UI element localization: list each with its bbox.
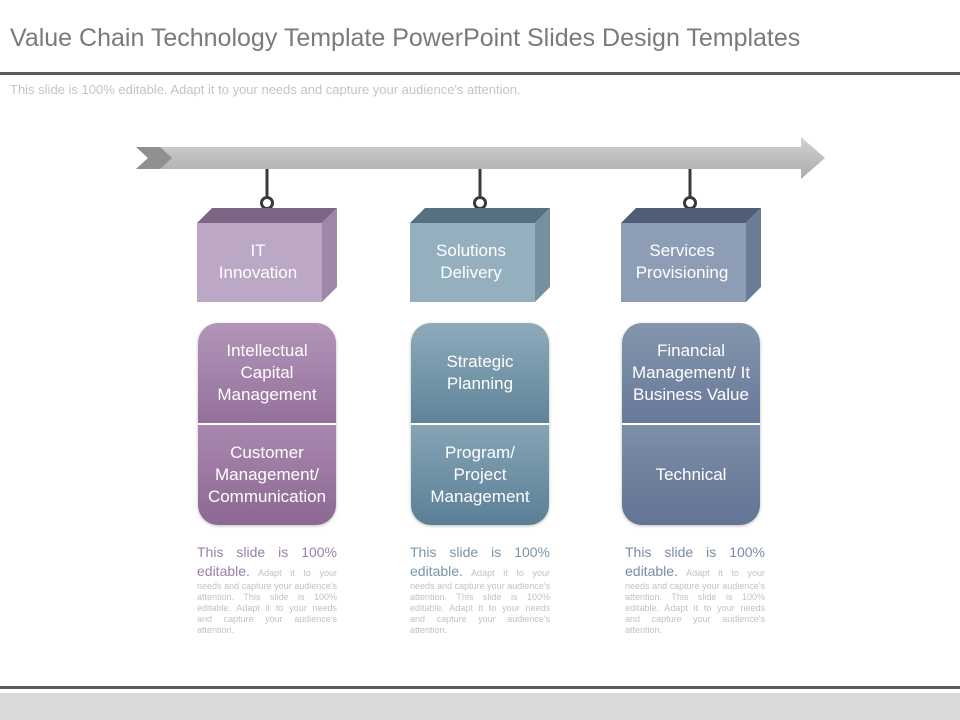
arrow-tail-chevron xyxy=(136,147,172,169)
timeline-arrow xyxy=(136,137,825,210)
hanger-1 xyxy=(260,169,274,210)
slide-subtitle: This slide is 100% editable. Adapt it to… xyxy=(10,82,521,97)
description-3: This slide is 100% editable. Adapt it to… xyxy=(625,544,765,635)
footer-divider xyxy=(0,686,960,689)
footer-band xyxy=(0,693,960,720)
description-2: This slide is 100% editable. Adapt it to… xyxy=(410,544,550,635)
arrow-body xyxy=(136,137,825,179)
title-divider xyxy=(0,72,960,75)
hanger-3 xyxy=(683,169,697,210)
description-1: This slide is 100% editable. Adapt it to… xyxy=(197,544,337,635)
slide-title: Value Chain Technology Template PowerPoi… xyxy=(10,24,801,52)
hanger-2 xyxy=(473,169,487,210)
stage-bottom-box: Technical xyxy=(622,425,760,525)
